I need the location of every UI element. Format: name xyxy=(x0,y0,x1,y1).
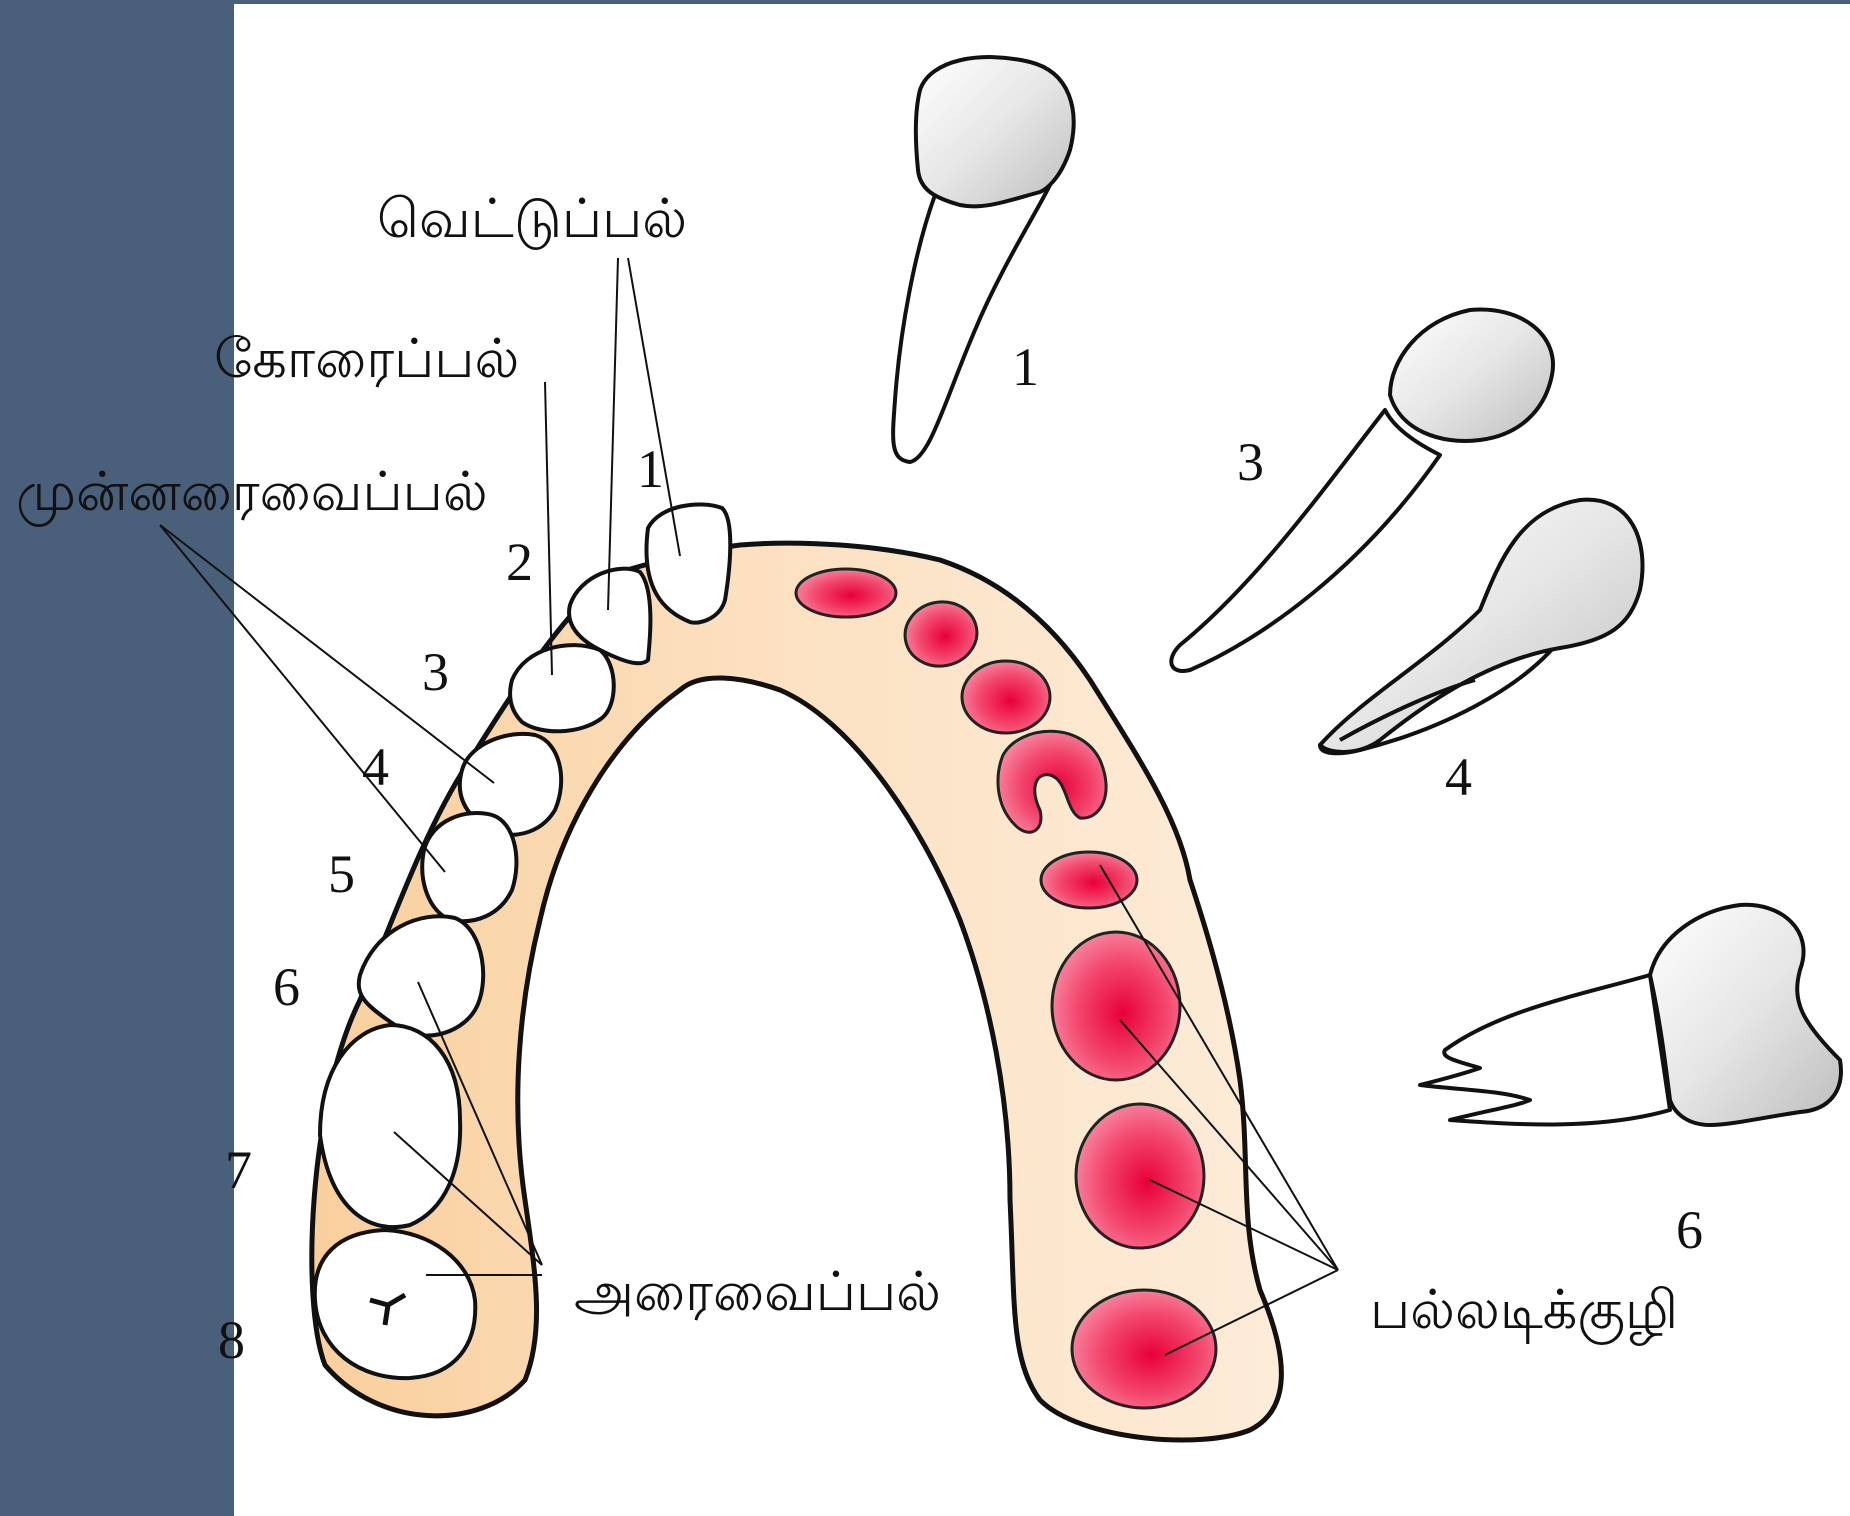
label-incisor: வெட்டுப்பல் xyxy=(377,187,687,250)
extracted-tooth-6 xyxy=(1420,905,1841,1125)
tooth-number-8: 8 xyxy=(218,1310,245,1370)
extracted-tooth-1 xyxy=(893,57,1073,462)
socket-5 xyxy=(1041,852,1137,908)
label-socket: பல்லடிக்குழி xyxy=(1370,1278,1678,1346)
tooth-number-2: 2 xyxy=(506,532,533,592)
extracted-number-1: 1 xyxy=(1012,337,1039,397)
tooth-number-3: 3 xyxy=(422,642,449,702)
socket-1 xyxy=(796,569,896,617)
tooth-number-1: 1 xyxy=(637,439,664,499)
label-molar: அரைவைப்பல் xyxy=(574,1260,941,1323)
socket-3 xyxy=(962,661,1050,733)
socket-7 xyxy=(1076,1104,1204,1248)
tooth-number-6: 6 xyxy=(273,957,300,1017)
extracted-number-3: 3 xyxy=(1237,432,1264,492)
tooth-5 xyxy=(422,813,516,921)
tooth-number-7: 7 xyxy=(225,1140,252,1200)
label-premolar: முன்னரைவைப்பல் xyxy=(16,460,488,527)
extracted-number-6: 6 xyxy=(1676,1200,1703,1260)
socket-8 xyxy=(1072,1290,1216,1408)
tooth-7 xyxy=(320,1025,460,1227)
extracted-number-4: 4 xyxy=(1445,747,1472,807)
label-canine: கோரைப்பல் xyxy=(214,327,519,390)
tooth-number-4: 4 xyxy=(362,737,389,797)
tooth-number-5: 5 xyxy=(328,844,355,904)
socket-6 xyxy=(1052,932,1180,1080)
tooth-3 xyxy=(510,645,614,731)
